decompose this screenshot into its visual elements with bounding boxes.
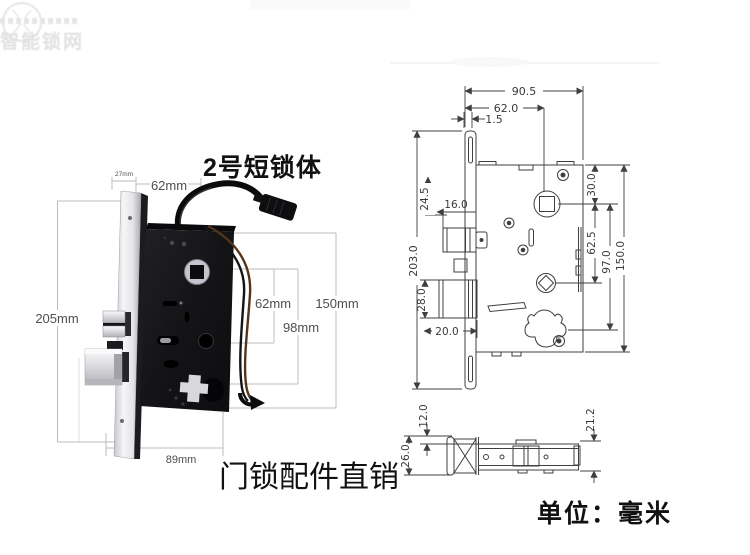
front-view-dimensions: 90.5 62.0 1.5 203.0 24.5 [407, 84, 631, 390]
product-title-label: 2号短锁体 [203, 154, 322, 182]
black-cable [174, 180, 265, 230]
dim-top-offset: 24.5 [419, 176, 447, 216]
dim-case-height: 150.0 [585, 164, 631, 353]
dim-case-width: 89mm [166, 454, 197, 466]
latch-bolt [102, 310, 131, 350]
svg-text:24.5: 24.5 [419, 187, 431, 210]
dim-top-to-spindle: 30.0 [558, 164, 630, 205]
drawn-cam-hole [536, 273, 556, 293]
svg-text:26.0: 26.0 [400, 444, 412, 467]
sales-caption-label: 门锁配件直销 [219, 461, 399, 494]
dim-case-height: 150mm [315, 296, 358, 311]
dim-deadbolt-height: 28.0 [416, 279, 441, 319]
svg-text:12.0: 12.0 [418, 404, 430, 427]
dim-mid-spacing: 98mm [283, 320, 319, 335]
front-view-drawing [438, 130, 584, 390]
dark-wire [203, 226, 249, 402]
unit-label: 单位：毫米 [537, 501, 673, 528]
svg-text:1.5: 1.5 [485, 113, 503, 126]
watermark: 智能锁网 [0, 0, 142, 72]
brown-wire [207, 224, 255, 403]
faceplate-screw [128, 216, 132, 220]
side-view-dimensions: 12.0 26.0 21.2 [400, 404, 601, 483]
dim-overall-height: 205mm [35, 311, 78, 326]
drawn-latch [442, 227, 488, 253]
dim-side-case-thickness: 21.2 [580, 408, 601, 483]
drawn-key-cutout [524, 309, 567, 348]
dim-latch-height: 16.0 [436, 199, 476, 230]
svg-text:90.5: 90.5 [512, 85, 537, 98]
dim-spindle-to-key: 97.0 [568, 203, 618, 331]
dim-spindle-spacing: 62mm [255, 296, 291, 311]
lock-photo: 205mm 27mm 62mm 62mm 98mm 150mm 89mm [35, 171, 361, 466]
watermark-text: 智能锁网 [0, 32, 85, 53]
svg-text:62.5: 62.5 [586, 231, 598, 254]
photo-dimension-lines [57, 177, 337, 456]
dim-faceplate-thickness: 1.5 [451, 112, 503, 128]
cable-assembly [174, 180, 298, 410]
dim-side-plate-width: 26.0 [400, 435, 452, 476]
drawn-spindle [533, 190, 561, 218]
faceplate-screw [120, 419, 124, 423]
svg-text:20.0: 20.0 [435, 326, 458, 338]
page-artifacts [250, 0, 660, 67]
photo-dimension-labels: 205mm 27mm 62mm 62mm 98mm 150mm 89mm [35, 171, 361, 466]
key-cutout [179, 374, 209, 403]
cable-connector [252, 193, 298, 221]
dim-deadbolt-depth: 20.0 [423, 320, 478, 338]
svg-text:150.0: 150.0 [615, 241, 627, 271]
lock-case [140, 223, 236, 412]
dim-side-top-offset: 12.0 [404, 404, 478, 456]
svg-text:97.0: 97.0 [601, 250, 613, 273]
side-view-drawing [446, 436, 581, 476]
svg-text:16.0: 16.0 [444, 199, 467, 211]
dim-overall-width: 90.5 [464, 84, 584, 160]
svg-text:30.0: 30.0 [586, 173, 598, 196]
dim-spindle-to-cam: 62.5 [556, 203, 602, 284]
dim-top-width: 62mm [151, 178, 187, 193]
svg-text:28.0: 28.0 [416, 288, 428, 311]
deadbolt [84, 348, 129, 386]
svg-text:21.2: 21.2 [585, 408, 597, 431]
drawn-deadbolt [438, 279, 478, 319]
dim-faceplate-width: 27mm [115, 171, 133, 178]
svg-text:203.0: 203.0 [407, 245, 420, 277]
spindle-hub [184, 259, 210, 285]
watermark-tagline [0, 18, 78, 24]
drawn-case [475, 164, 584, 353]
dim-backset: 62.0 [464, 101, 545, 192]
svg-text:62.0: 62.0 [494, 102, 519, 115]
dim-faceplate-height: 203.0 [407, 130, 462, 390]
